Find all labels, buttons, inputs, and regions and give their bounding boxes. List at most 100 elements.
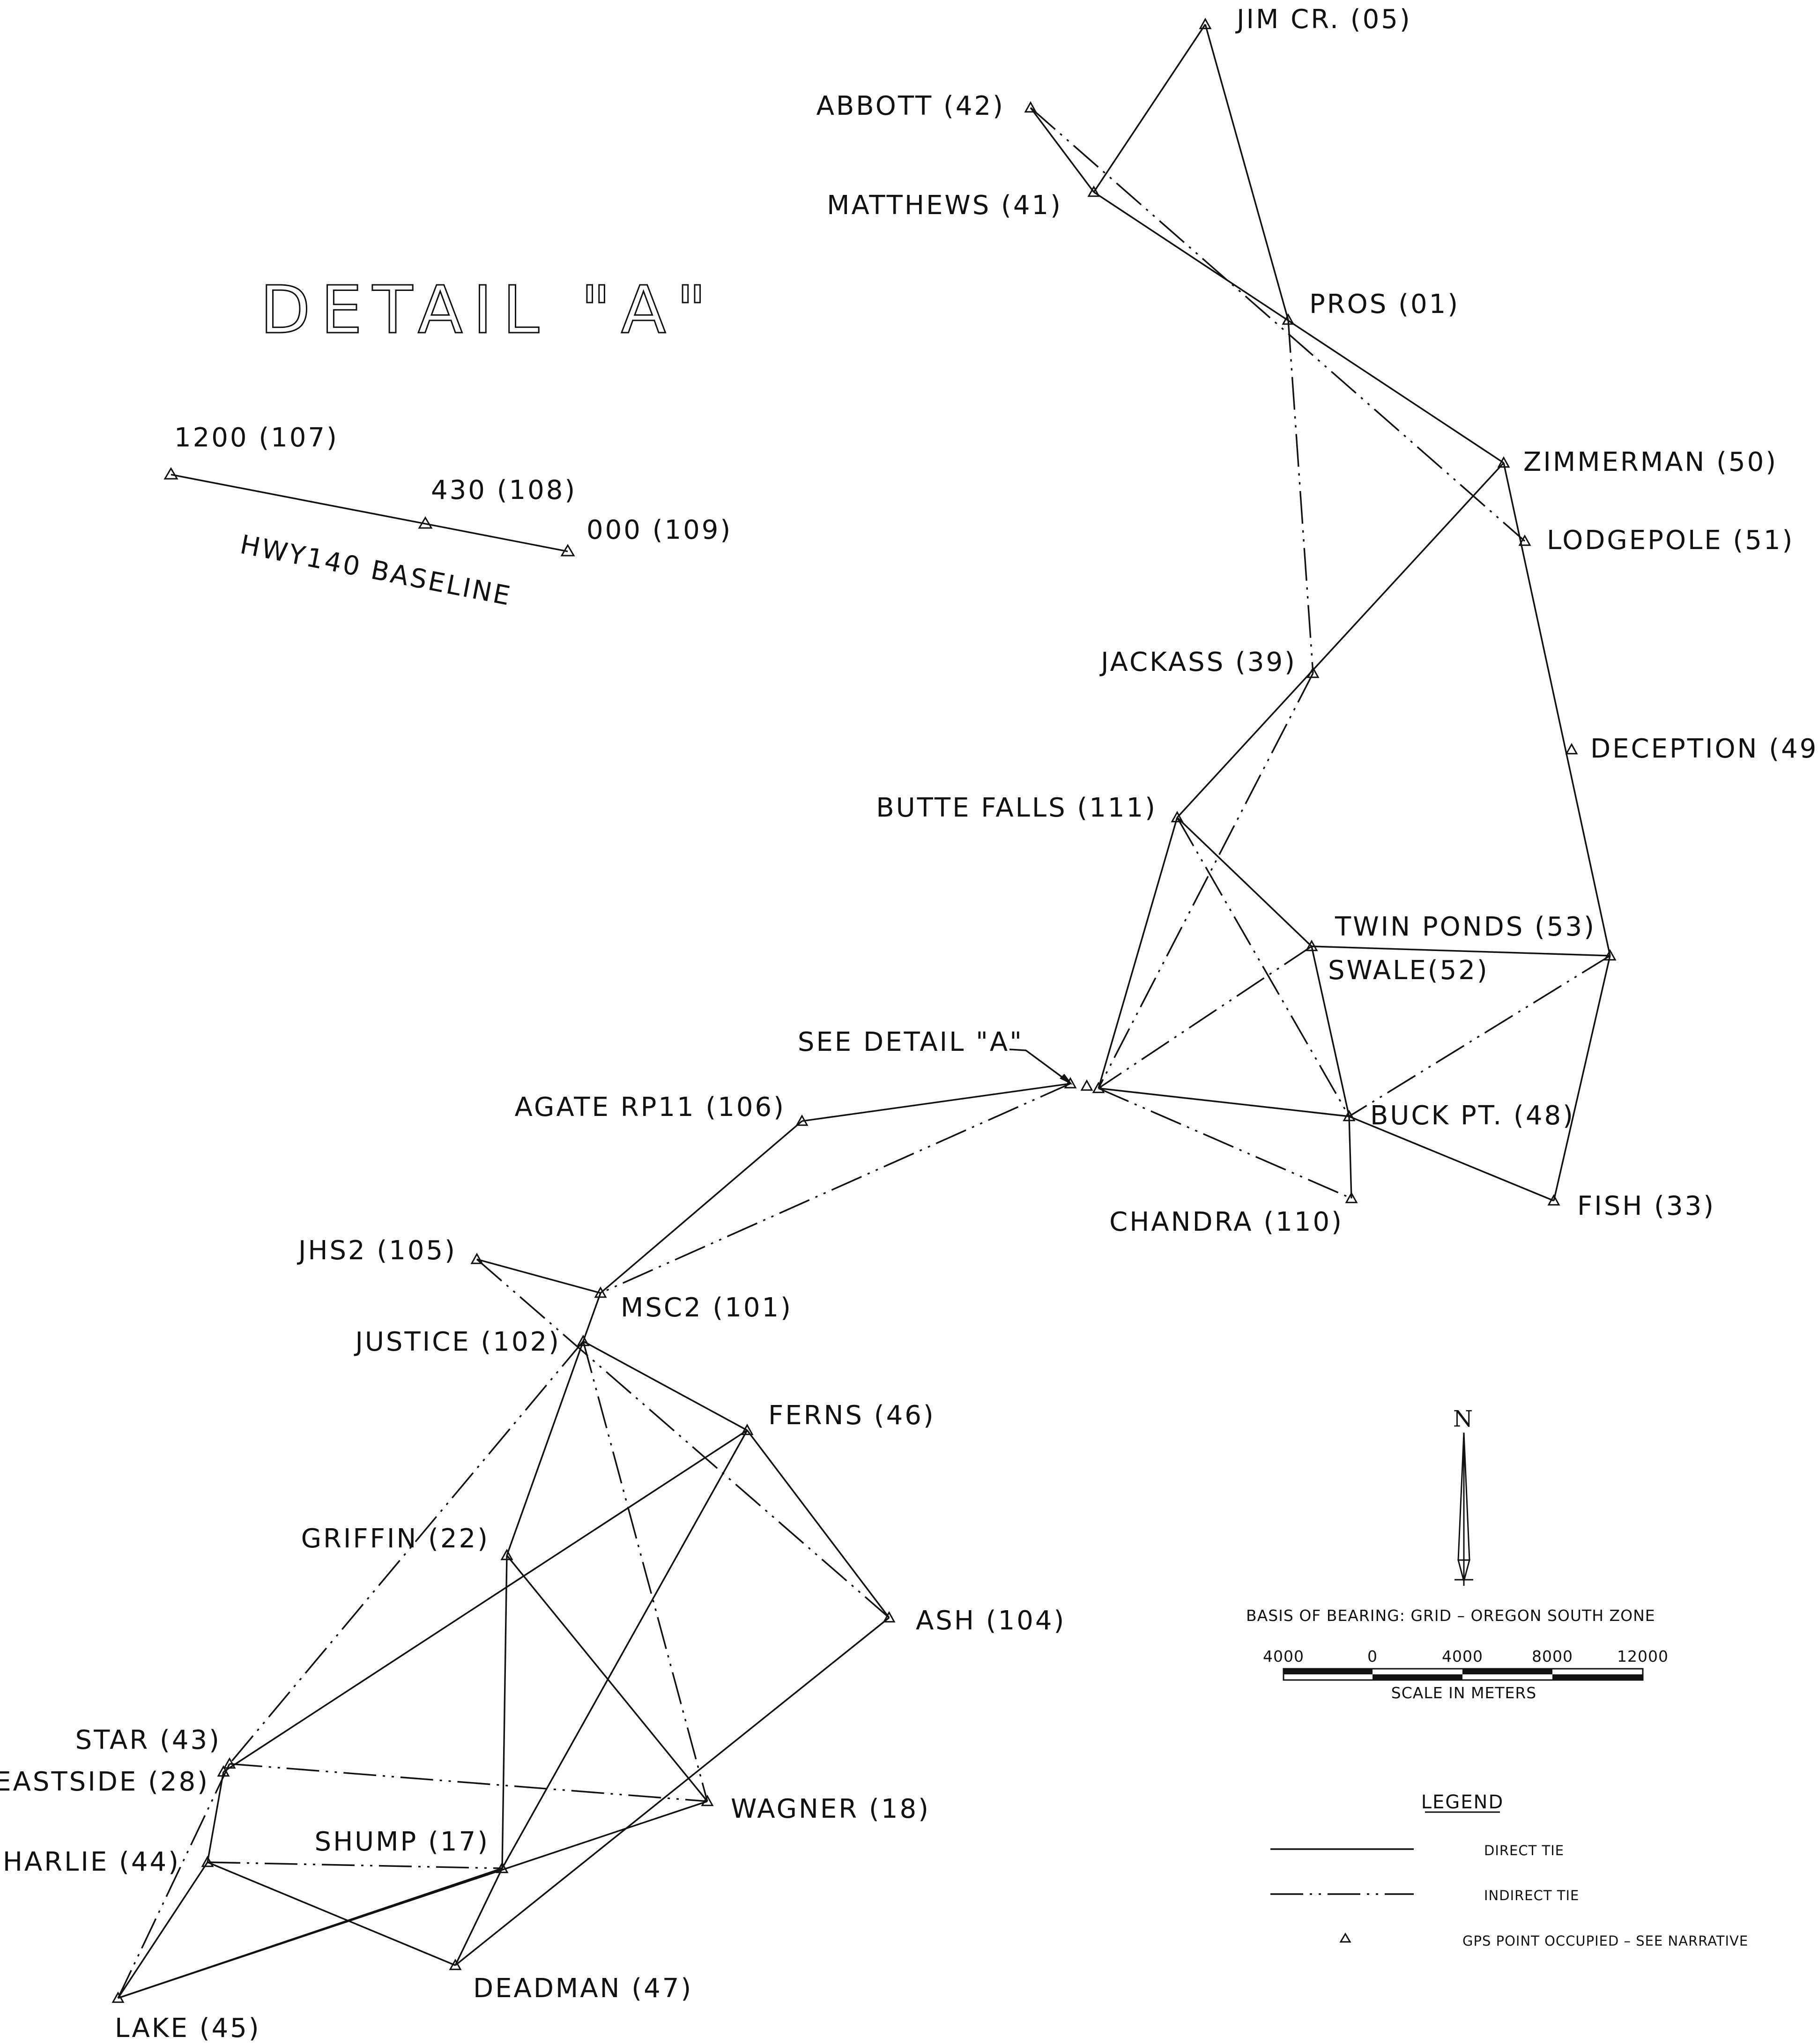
- point-label-chandra: CHANDRA (110): [1109, 1207, 1343, 1237]
- tie-twinponds-fish: [1553, 955, 1611, 1201]
- legend-indirect-label: INDIRECT TIE: [1484, 1888, 1579, 1903]
- tie-jim-matthews: [1093, 24, 1206, 193]
- point-label-star: STAR (43): [75, 1725, 221, 1755]
- gps-point-deception: [1565, 743, 1578, 755]
- tie-detailA-msc2: [600, 1083, 1071, 1294]
- point-label-twinponds: TWIN PONDS (53): [1335, 912, 1596, 942]
- point-label-fish: FISH (33): [1577, 1191, 1715, 1221]
- gps-point-buttefalls: [1171, 810, 1184, 823]
- point-label-lake: LAKE (45): [115, 2013, 261, 2044]
- point-label-justice: JUSTICE (102): [354, 1327, 561, 1357]
- gps-point-justice: [577, 1334, 590, 1346]
- point-label-ash: ASH (104): [916, 1605, 1066, 1636]
- labels-layer: JIM CR. (05)ABBOTT (42)MATTHEWS (41)PROS…: [0, 4, 1818, 2044]
- tie-justice-griffin: [506, 1341, 584, 1556]
- gps-point-shump: [496, 1861, 509, 1873]
- tie-zimmerman-buttefalls: [1176, 462, 1505, 818]
- tie-ferns-shump: [501, 1430, 748, 1869]
- tie-star-lake: [117, 1763, 230, 1999]
- tie-buttefalls-detailC: [1098, 817, 1178, 1089]
- point-label-buckpt: BUCK PT. (48): [1370, 1100, 1575, 1131]
- tie-charlie-lake: [117, 1862, 208, 1999]
- tie-jim-pros: [1204, 24, 1289, 320]
- scale-caption: SCALE IN METERS: [1391, 1684, 1536, 1702]
- tie-ash-deadman: [454, 1617, 890, 1966]
- gps-point-fish: [1547, 1194, 1560, 1206]
- gps-point-jackass: [1306, 666, 1320, 678]
- tie-detailC-chandra: [1098, 1087, 1352, 1199]
- point-label-buttefalls: BUTTE FALLS (111): [876, 793, 1157, 823]
- tie-shump-deadman: [454, 1868, 503, 1966]
- gps-point-swale: [1305, 939, 1318, 951]
- legend-gps-label: GPS POINT OCCUPIED – SEE NARRATIVE: [1462, 1933, 1748, 1949]
- point-label-eastside: EASTSIDE (28): [0, 1767, 209, 1797]
- point-label-detailA: SEE DETAIL "A": [798, 1027, 1024, 1057]
- tie-jackass-detailC: [1098, 673, 1314, 1089]
- gps-point-jim: [1199, 17, 1212, 30]
- point-label-deadman: DEADMAN (47): [473, 1973, 693, 2004]
- gps-point-msc2: [594, 1286, 607, 1298]
- tie-justice-wagner: [582, 1341, 708, 1802]
- gps-point-eastside: [217, 1765, 230, 1777]
- gps-point-jhs2: [470, 1252, 483, 1264]
- gps-point-griffin: [500, 1548, 513, 1561]
- tie-abbott-matthews: [1030, 107, 1095, 193]
- basis-of-bearing: BASIS OF BEARING: GRID – OREGON SOUTH ZO…: [1246, 1606, 1655, 1625]
- tie-griffin-shump: [501, 1555, 508, 1869]
- point-label-jackass: JACKASS (39): [1099, 647, 1297, 677]
- scale-bar: 4000 0 4000 8000 12000 SCALE IN METERS: [1263, 1647, 1668, 1702]
- baseline-point-000: [560, 544, 575, 557]
- tie-swale-detailC: [1098, 945, 1312, 1089]
- tie-matthews-zimmerman: [1093, 191, 1504, 464]
- point-label-jhs2: JHS2 (105): [297, 1235, 457, 1266]
- detail-a-callout-arrow: [1009, 1048, 1073, 1085]
- gps-point-chandra: [1345, 1191, 1358, 1204]
- gps-point-lodgepole: [1518, 534, 1531, 546]
- baseline-point-1200: [163, 467, 178, 480]
- legend: LEGEND DIRECT TIE INDIRECT TIE GPS POINT…: [1270, 1791, 1748, 1949]
- legend-title: LEGEND: [1421, 1791, 1504, 1813]
- tie-buckpt-chandra: [1348, 1116, 1352, 1199]
- scale-tick-2: 4000: [1442, 1647, 1483, 1665]
- point-label-matthews: MATTHEWS (41): [827, 190, 1062, 221]
- gps-point-ferns: [741, 1423, 754, 1435]
- point-label-abbott: ABBOTT (42): [816, 91, 1005, 121]
- point-label-jim: JIM CR. (05): [1235, 4, 1412, 35]
- tie-ferns-ash: [746, 1429, 890, 1619]
- tie-charlie-shump: [207, 1861, 503, 1869]
- gps-point-wagner: [701, 1794, 714, 1806]
- point-label-agate: AGATE RP11 (106): [515, 1092, 786, 1122]
- point-label-ferns: FERNS (46): [768, 1400, 935, 1431]
- tie-msc2-justice: [582, 1293, 601, 1342]
- scale-tick-1: 0: [1367, 1647, 1378, 1665]
- tie-wagner-lake: [118, 1800, 708, 1999]
- scale-tick-3: 8000: [1532, 1647, 1573, 1665]
- legend-gps-triangle: [1339, 1933, 1351, 1943]
- gps-point-abbott: [1024, 101, 1037, 113]
- tie-buttefalls-buckpt: [1176, 817, 1350, 1117]
- gps-point-star: [223, 1757, 236, 1769]
- baseline-label-000: 000 (109): [586, 515, 732, 545]
- point-label-msc2: MSC2 (101): [621, 1293, 793, 1323]
- gps-point-pros: [1282, 313, 1295, 325]
- points-layer: [111, 17, 1617, 2003]
- gps-point-ash: [883, 1611, 896, 1623]
- point-label-deception: DECEPTION (49): [1590, 734, 1818, 764]
- legend-direct-label: DIRECT TIE: [1484, 1843, 1564, 1858]
- gps-point-lake: [111, 1991, 125, 2003]
- tie-jhs2-msc2: [476, 1258, 601, 1294]
- point-label-shump: SHUMP (17): [315, 1827, 490, 1857]
- tie-star-wagner: [229, 1763, 708, 1802]
- gps-point-detailC: [1092, 1081, 1105, 1093]
- tie-agate-msc2: [600, 1120, 803, 1294]
- gps-point-twinponds: [1603, 949, 1617, 961]
- point-label-swale: SWALE(52): [1328, 955, 1489, 986]
- tie-justice-ferns: [583, 1340, 748, 1431]
- hwy140-baseline: 1200 (107) 430 (108) 000 (109) HWY140 BA…: [163, 423, 732, 612]
- baseline-point-430: [418, 516, 433, 529]
- tie-detailC-buckpt: [1098, 1087, 1350, 1117]
- gps-point-matthews: [1087, 185, 1100, 197]
- tie-ferns-eastside: [223, 1429, 748, 1773]
- gps-point-buckpt: [1343, 1109, 1356, 1122]
- north-arrow: N: [1453, 1406, 1473, 1586]
